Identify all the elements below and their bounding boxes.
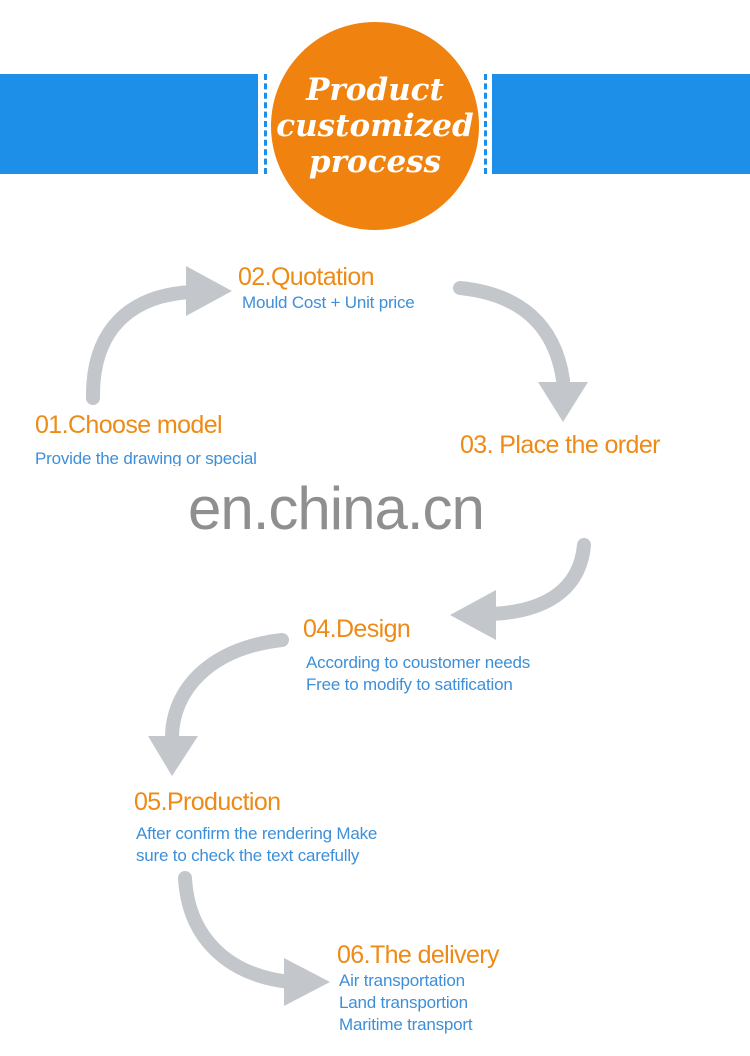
blur-overlay xyxy=(28,466,298,506)
step-05: 05.Production After confirm the renderin… xyxy=(134,787,377,867)
page-title: Product customized process xyxy=(276,72,474,180)
step-desc-line: Mould Cost + Unit price xyxy=(242,293,415,312)
step-title: 05.Production xyxy=(134,788,281,816)
arrowhead-03 xyxy=(538,382,588,422)
step-title: 04.Design xyxy=(303,615,411,643)
step-02: 02.Quotation Mould Cost + Unit price xyxy=(238,262,415,314)
step-desc-line: After confirm the rendering Make xyxy=(136,824,378,843)
step-desc-line: Maritime transport xyxy=(339,1015,473,1034)
step-title: 03. Place the order xyxy=(460,431,660,459)
step-title: 01.Choose model xyxy=(35,411,223,439)
arrow-05-to-06 xyxy=(178,871,297,989)
arrowhead-02 xyxy=(186,266,232,316)
arrow-01-to-02 xyxy=(85,285,199,405)
step-desc-line: Free to modify to satification xyxy=(306,675,513,694)
arrow-04-to-05 xyxy=(165,633,289,745)
step-01: 01.Choose model Provide the drawing or s… xyxy=(35,410,257,470)
watermark-text: en.china.cn xyxy=(188,475,485,542)
title-badge: Product customized process xyxy=(271,22,479,230)
arrow-02-to-03 xyxy=(453,281,570,387)
arrowhead-05 xyxy=(148,736,198,776)
arrow-03-to-04 xyxy=(483,538,591,621)
step-desc-line: Provide the drawing or special xyxy=(35,449,257,468)
step-06: 06.The delivery Air transportation Land … xyxy=(337,940,500,1036)
arrowhead-04 xyxy=(450,590,496,640)
banner-dash-left xyxy=(264,74,267,174)
step-title: 06.The delivery xyxy=(337,941,500,969)
arrowhead-06 xyxy=(284,958,330,1006)
step-desc-line: According to coustomer needs xyxy=(306,653,531,672)
step-desc-line: Land transportion xyxy=(339,993,468,1012)
banner-dash-right xyxy=(484,74,487,174)
step-03: 03. Place the order xyxy=(460,430,660,460)
step-04: 04.Design According to coustomer needs F… xyxy=(303,614,530,696)
step-desc-line: sure to check the text carefully xyxy=(136,846,360,865)
step-desc-line: Air transportation xyxy=(339,971,465,990)
step-title: 02.Quotation xyxy=(238,263,375,291)
